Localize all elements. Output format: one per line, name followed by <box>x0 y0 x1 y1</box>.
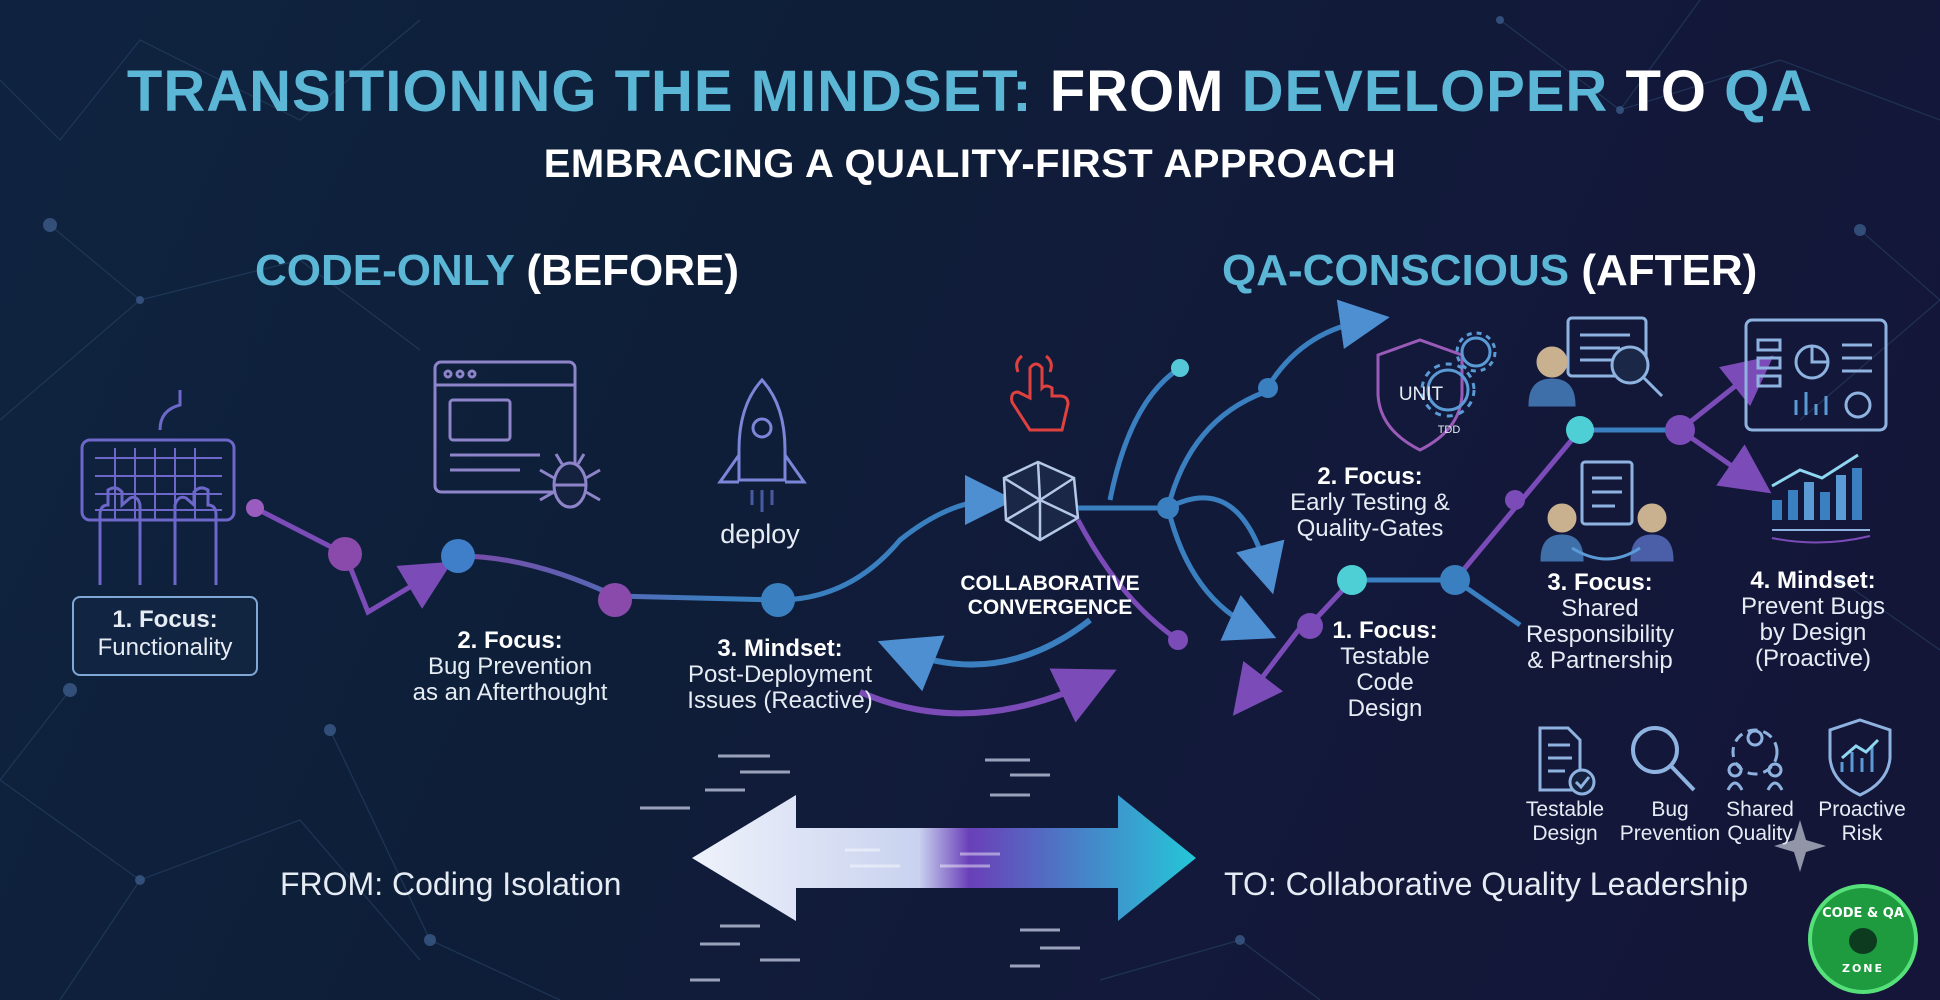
rocket-icon <box>717 377 807 512</box>
icon-caption-proactive-risk: Proactive Risk <box>1812 798 1912 845</box>
unit-test-shield-icon <box>1376 338 1464 452</box>
polyhedron-icon <box>1002 460 1080 542</box>
convergence-label: COLLABORATIVE CONVERGENCE <box>930 572 1170 620</box>
sparkle-icon <box>1774 820 1826 872</box>
convergence-line-2: CONVERGENCE <box>967 596 1133 620</box>
bug-report-window-icon <box>433 360 601 509</box>
keyboard-hands-icon <box>80 390 236 585</box>
after-heading: QA-CONSCIOUS (AFTER) <box>1222 246 1757 296</box>
after-step-3-text1: Shared <box>1561 594 1639 622</box>
shared-quality-icon <box>1726 728 1784 791</box>
after-step-1-title: 1. Focus: <box>1332 617 1438 644</box>
before-step-3-title: 3. Mindset: <box>717 635 843 662</box>
before-step-2-text2: as an Afterthought <box>412 678 608 706</box>
before-step-2-title: 2. Focus: <box>457 627 563 654</box>
before-heading: CODE-ONLY (BEFORE) <box>255 246 739 296</box>
after-step-3-text3: & Partnership <box>1527 646 1673 674</box>
after-step-3-title: 3. Focus: <box>1547 569 1653 596</box>
after-step-2-label: 2. Focus: Early Testing & Quality-Gates <box>1270 464 1470 542</box>
icon-caption-shared-quality: Shared Quality <box>1715 798 1805 845</box>
after-step-2-text2: Quality-Gates <box>1296 514 1444 542</box>
after-flow-nodes <box>1157 359 1695 650</box>
icon-caption-bug-prevention: Bug Prevention <box>1610 798 1730 845</box>
bar-chart-icon <box>1771 453 1871 544</box>
before-step-3-text1: Post-Deployment <box>687 660 873 688</box>
title-part-5: QA <box>1724 59 1814 124</box>
logo-bug-icon <box>1849 928 1877 954</box>
before-step-3-label: 3. Mindset: Post-Deployment Issues (Reac… <box>650 636 910 714</box>
icon-caption-1-line2: Design <box>1532 821 1598 845</box>
before-flow-path <box>253 475 1015 616</box>
after-step-3-text2: Responsibility <box>1525 620 1675 648</box>
before-heading-tag: (BEFORE) <box>526 246 740 295</box>
title-part-2: FROM <box>1049 59 1225 124</box>
title-part-3: DEVELOPER <box>1241 59 1609 124</box>
before-step-1-text: Functionality <box>97 633 233 661</box>
after-step-4-label: 4. Mindset: Prevent Bugs by Design (Proa… <box>1728 568 1898 672</box>
deploy-label: deploy <box>720 519 800 549</box>
convergence-line-1: COLLABORATIVE <box>960 572 1140 595</box>
gear-icon <box>1420 331 1497 418</box>
page-title: TRANSITIONING THE MINDSET: FROM DEVELOPE… <box>0 58 1940 125</box>
icon-caption-3-line1: Shared <box>1726 798 1794 821</box>
logo-top-text: CODE & QA <box>1822 906 1904 921</box>
magnifier-icon <box>1631 726 1696 792</box>
icon-caption-3-line2: Quality <box>1727 821 1793 845</box>
pointing-hand-icon <box>1010 354 1070 432</box>
after-step-3-label: 3. Focus: Shared Responsibility & Partne… <box>1500 570 1700 674</box>
icon-caption-testable-design: Testable Design <box>1510 798 1620 845</box>
transition-arrow <box>692 795 1196 921</box>
before-step-3-text2: Issues (Reactive) <box>687 686 873 714</box>
title-part-1: TRANSITIONING THE MINDSET: <box>126 59 1033 124</box>
after-step-1-label: 1. Focus: Testable Code Design <box>1320 618 1450 722</box>
title-part-4: TO <box>1625 59 1707 124</box>
before-step-2-label: 2. Focus: Bug Prevention as an Afterthou… <box>385 628 635 706</box>
icon-caption-4-line2: Risk <box>1841 821 1883 845</box>
after-heading-main: QA-CONSCIOUS <box>1222 246 1570 295</box>
icon-caption-1-line1: Testable <box>1525 798 1605 821</box>
code-qa-zone-logo: CODE & QA ZONE <box>1808 884 1918 994</box>
before-heading-main: CODE-ONLY <box>255 246 515 295</box>
before-step-1-box: 1. Focus: Functionality <box>72 596 258 676</box>
shield-unit-label: UNIT <box>1398 384 1444 405</box>
logo-bottom-text: ZONE <box>1841 962 1885 975</box>
page-subtitle: EMBRACING A QUALITY-FIRST APPROACH <box>543 142 1397 186</box>
gear-tdd-label: TDD <box>1437 424 1461 436</box>
before-flow-nodes <box>246 499 795 617</box>
after-step-4-title: 4. Mindset: <box>1750 567 1876 594</box>
after-step-2-text1: Early Testing & <box>1290 488 1450 516</box>
after-step-4-text3: (Proactive) <box>1754 644 1872 672</box>
after-step-2-title: 2. Focus: <box>1317 463 1423 490</box>
code-review-icon <box>1528 316 1664 407</box>
after-step-4-text2: by Design <box>1759 618 1867 646</box>
dashboard-icon <box>1744 318 1888 432</box>
to-label: TO: Collaborative Quality Leadership <box>1224 866 1749 902</box>
icon-caption-2-line1: Bug <box>1651 798 1689 821</box>
icon-caption-2-line2: Prevention <box>1619 821 1721 845</box>
before-step-1-title: 1. Focus: <box>112 606 218 633</box>
after-step-1-text2: Code <box>1356 668 1414 696</box>
testable-design-icon <box>1538 726 1596 796</box>
before-step-2-text1: Bug Prevention <box>427 652 593 680</box>
after-step-1-text1: Testable <box>1340 642 1430 670</box>
background-nodes <box>43 16 1866 946</box>
proactive-risk-shield-icon <box>1828 718 1892 797</box>
icon-caption-4-line1: Proactive <box>1818 798 1906 821</box>
feedback-loop-arrows <box>858 617 1117 723</box>
after-step-4-text1: Prevent Bugs <box>1740 592 1886 620</box>
speed-lines <box>640 754 1080 982</box>
after-step-1-text3: Design <box>1347 694 1423 722</box>
after-heading-tag: (AFTER) <box>1581 246 1758 295</box>
from-label: FROM: Coding Isolation <box>280 866 622 902</box>
partnership-icon <box>1540 460 1674 562</box>
